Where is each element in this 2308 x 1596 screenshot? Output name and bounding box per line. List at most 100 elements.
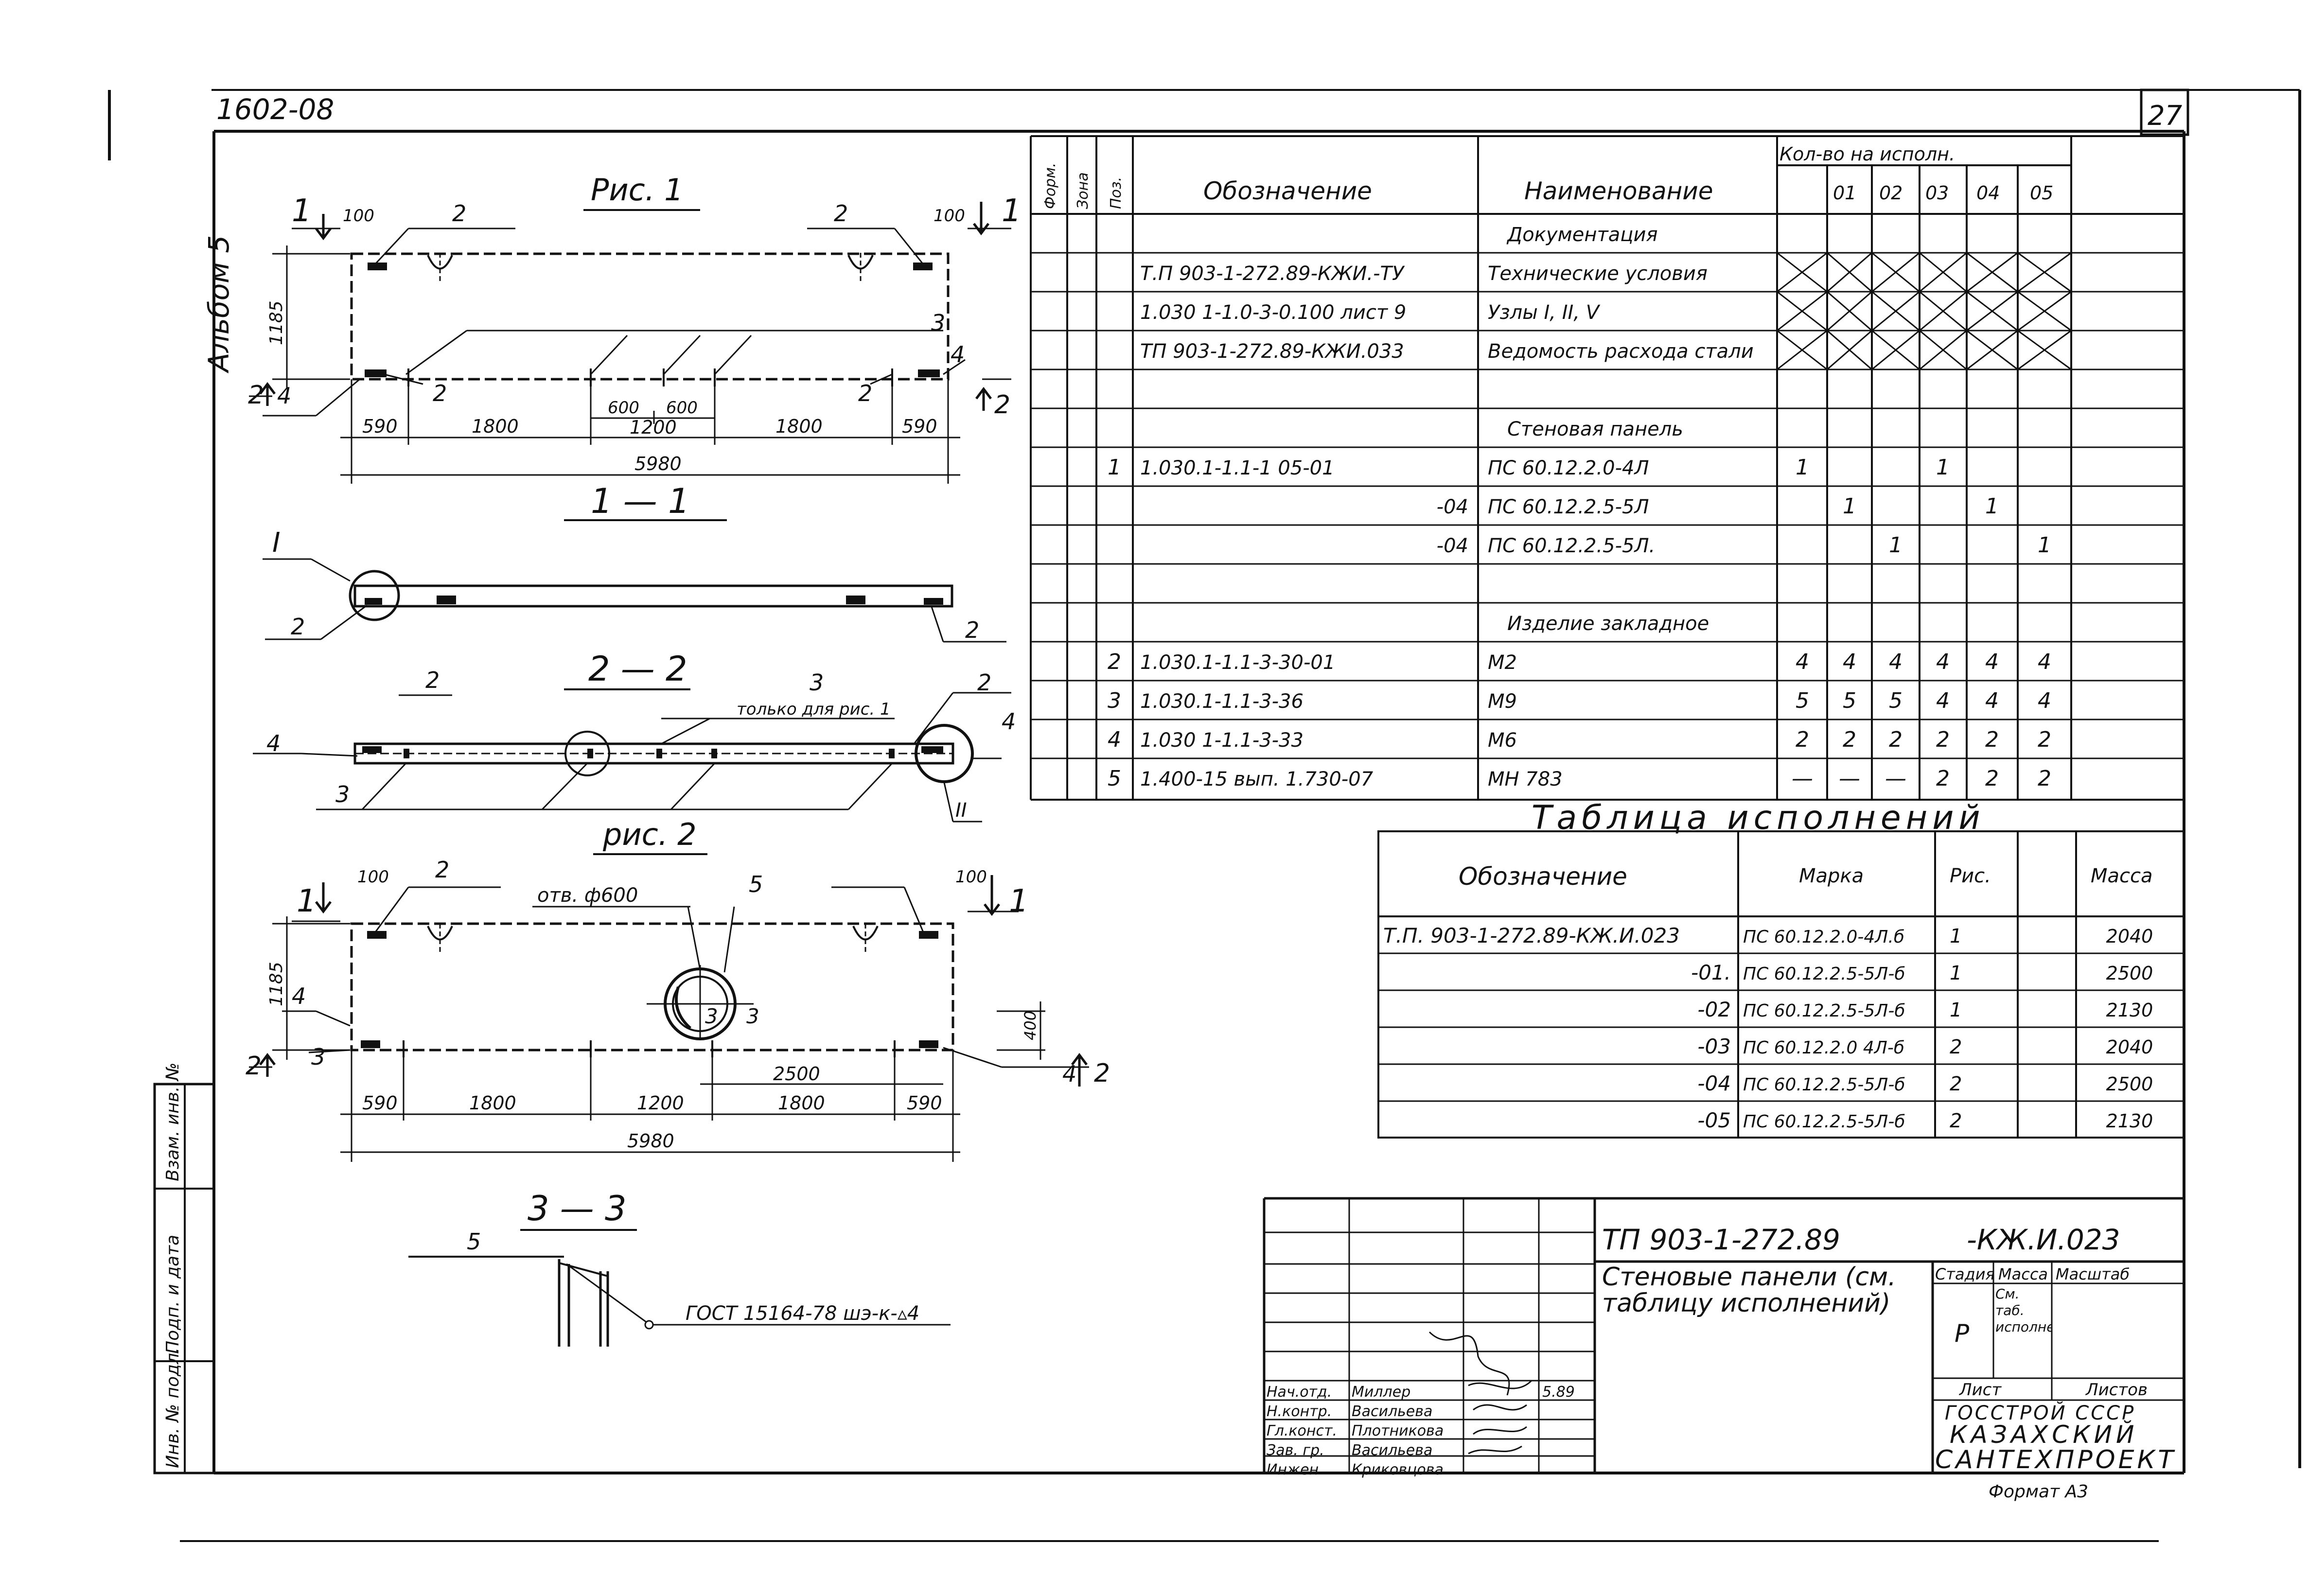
section-2-2-callout-3: 3 [810,669,824,696]
exec-header-mass: Масса [2091,865,2153,887]
spec-pos: 3 [1108,688,1121,713]
signatory-role: Зав. гр. [1267,1442,1324,1459]
stage-label: Стадия [1935,1265,1995,1283]
spec-qty: 4 [1936,688,1950,713]
fig1-dim: 600 [666,398,698,418]
section-3-3-title: 3 — 3 [528,1189,627,1228]
exec-fig: 2 [1950,1073,1962,1095]
side-stamp-cell: Подп. и дата [163,1235,183,1354]
exec-rows: Т.П. 903-1-272.89-КЖ.И.023 ПС 60.12.2.0-4… [1383,924,2153,1132]
spec-qty: 2 [1936,727,1950,752]
fig2-callout: 4 [1062,1061,1076,1087]
spec-qty: 2 [1936,766,1950,791]
exec-mass: 2130 [2106,1000,2153,1021]
crossed-cell [1871,291,1920,332]
side-stamp-cell: Взам. инв. № [163,1063,183,1181]
spec-designation: 1.030.1-1.1-3-36 [1140,690,1304,713]
exec-mass: 2040 [2106,1036,2153,1058]
fig2-dim: 1200 [637,1092,684,1114]
spec-qty: 1 [1843,494,1856,519]
album-label: Альбом 5 [202,235,235,374]
fig2-section-3-3-mark: 3 [746,1004,759,1028]
spec-qty: — [1792,766,1813,791]
spec-section-heading: Изделие закладное [1507,613,1709,635]
spec-qty: 1 [1936,455,1950,480]
crossed-cell [1966,291,2018,332]
signatory-name: Васильева [1352,1442,1432,1459]
stage-value: Р [1955,1319,1970,1348]
spec-qty: 4 [1985,649,1999,674]
exec-designation: Т.П. 903-1-272.89-КЖ.И.023 [1383,924,1680,947]
section-1-1-node: I [272,527,281,559]
fig1-callout: 2 [858,380,872,406]
crossed-cell [2017,291,2072,332]
fig1-edge-dim: 100 [343,206,374,226]
section-2-2-callout: 4 [1002,708,1016,735]
crossed-cell [1966,330,2018,370]
spec-qty: 1 [1889,533,1903,558]
section-2-2-detail-circle [564,731,610,776]
mass-note: См. таб. исполнений [1995,1286,2051,1335]
section-1-1: 1 — 1 I 2 2 [263,481,1006,643]
spec-designation: -04 [1437,496,1468,518]
node-i-marker [349,570,400,621]
fig2-dim: 1800 [469,1092,516,1114]
spec-qty: 4 [1985,688,1999,713]
exec-mark: ПС 60.12.2.5-5Л-б [1743,1001,1905,1021]
fig2-panel-plan: рис. 2 отв. ф600 5 3 3 [246,817,1110,1162]
section-2-2-note: только для рис. 1 [737,700,891,719]
spec-name: Технические условия [1488,263,1708,285]
spec-qty: — [1839,766,1860,791]
spec-name: М2 [1488,651,1517,674]
spec-designation: ТП 903-1-272.89-КЖИ.033 [1140,340,1404,363]
spec-table: Форм. Зона Поз. Обозначение Наименование… [1030,135,2184,801]
crossed-cell [1966,252,2018,293]
spec-name: Узлы I, II, V [1488,301,1601,324]
crossed-cell [1777,291,1828,332]
title-block: ТП 903-1-272.89 -КЖ.И.023 Стеновые панел… [1263,1197,2184,1502]
col-header-designation: Обозначение [1203,177,1372,205]
fig1-title: Рис. 1 [591,172,684,208]
fig1-callout: 4 [277,383,291,409]
spec-name: М6 [1488,729,1517,752]
spec-name: ПС 60.12.2.0-4Л [1488,457,1649,479]
org-line: САНТЕХПРОЕКТ [1935,1445,2176,1474]
fig1-total-dim: 5980 [634,453,682,474]
crossed-cell [1871,330,1920,370]
signatory-role: Инжен. [1267,1461,1323,1478]
exec-designation: -02 [1697,998,1731,1021]
fig1-section-mark: 1 [292,193,312,229]
fig2-total-dim: 5980 [627,1130,674,1152]
section-1-1-callout: 2 [291,614,305,640]
fig1-callout: 2 [433,380,447,406]
fig2-section-3-3-mark: 3 [705,1004,718,1028]
crossed-cell [1919,291,1967,332]
sign-date: 5.89 [1542,1384,1575,1401]
crossed-cell [1827,252,1872,293]
section-2-2-title: 2 — 2 [588,649,687,689]
title-doc-suffix: -КЖ.И.023 [1967,1223,2120,1256]
fig2-edge-dim: 100 [955,867,987,887]
spec-qty: 1 [1796,455,1809,480]
exec-fig: 2 [1950,1110,1962,1132]
crossed-cell [1827,291,1872,332]
spec-designation: -04 [1437,535,1468,557]
signatory-name: Васильева [1352,1403,1432,1420]
exec-mark: ПС 60.12.2.5-5Л-б [1743,1075,1905,1095]
section-3-3: 3 — 3 5 ГОСТ 15164-78 шэ-к-▵4 [408,1189,951,1347]
spec-qty: 1 [2038,533,2051,558]
exec-mark: ПС 60.12.2.0-4Л.б [1743,927,1904,947]
exec-col: 01 [1833,182,1856,204]
side-stamp-cell: Инв. № подл. [163,1348,183,1468]
exec-col: 05 [2030,182,2053,204]
spec-qty: 2 [2038,727,2051,752]
fig2-opening-callout: 5 [749,871,763,897]
fig2-section-mark: 2 [246,1052,262,1081]
signatory-role: Гл.конст. [1267,1422,1337,1439]
crossed-cell [2017,330,2072,370]
section-2-2-callout: 2 [425,667,440,693]
section-1-1-title: 1 — 1 [591,481,690,521]
col-header-name: Наименование [1524,177,1713,205]
